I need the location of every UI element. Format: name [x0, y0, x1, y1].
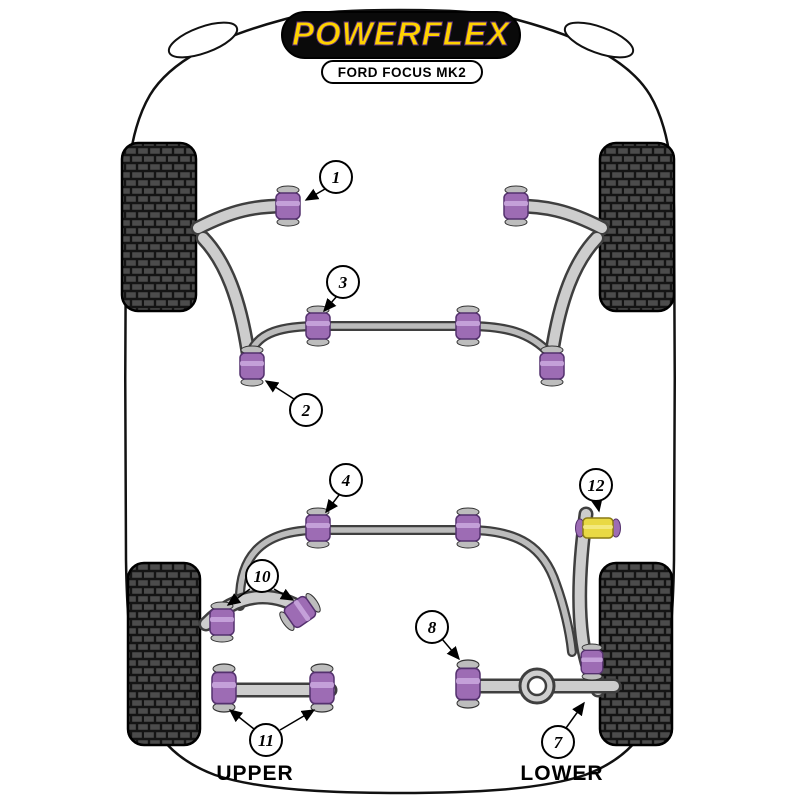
bushing-front-left-upper [275, 185, 301, 227]
svg-text:2: 2 [301, 401, 311, 420]
model-plate [321, 60, 483, 84]
bushing-front-right-upper [503, 185, 529, 227]
bushing-front-right-lower [539, 345, 565, 387]
svg-text:12: 12 [588, 476, 606, 495]
upper-label: UPPER [216, 762, 293, 785]
rear-anti-roll-bar [234, 525, 577, 657]
bushing-rear-arb-left [305, 507, 331, 549]
bushing-front-arb-left [305, 305, 331, 347]
bushing-rear-trailing-yellow [574, 517, 622, 539]
svg-text:7: 7 [554, 733, 564, 752]
callout-11: 11 [228, 709, 316, 757]
callout-3: 3 [323, 265, 360, 313]
svg-text:10: 10 [254, 567, 272, 586]
tire-front-right [598, 141, 676, 313]
callout-2: 2 [264, 380, 323, 427]
callout-1: 1 [304, 160, 353, 201]
bushing-rear-lower-right-inner [455, 659, 481, 709]
callout-12: 12 [579, 468, 613, 513]
tire-rear-right [598, 561, 674, 747]
callout-8: 8 [415, 610, 460, 661]
powerflex-logo-text: POWERFLEX [292, 15, 511, 52]
bushing-front-left-lower [239, 345, 265, 387]
svg-text:3: 3 [338, 273, 348, 292]
callout-4: 4 [325, 463, 363, 514]
rear-hub-center [526, 675, 548, 697]
bushing-rear-lower-left-outer [309, 663, 335, 713]
svg-text:11: 11 [258, 731, 274, 750]
front-anti-roll-bar [245, 321, 555, 359]
model-label: FORD FOCUS MK2 [338, 65, 467, 80]
svg-text:1: 1 [332, 168, 341, 187]
headlamp-right-icon [563, 21, 635, 59]
bushing-front-arb-right [455, 305, 481, 347]
bushing-rear-arb-right [455, 507, 481, 549]
bushing-rear-upper-inner [209, 601, 235, 643]
bushing-rear-lower-left-inner [211, 663, 237, 713]
bushing-rear-lower-right-outer [580, 643, 604, 681]
callout-7: 7 [541, 701, 585, 759]
svg-text:4: 4 [341, 471, 351, 490]
headlamp-left-icon [167, 21, 239, 59]
svg-text:8: 8 [428, 618, 437, 637]
powerflex-logo-plate [281, 11, 521, 59]
tire-rear-left [126, 561, 202, 747]
callout-10: 10 [226, 559, 295, 606]
lower-label: LOWER [520, 762, 603, 785]
tire-front-left [120, 141, 198, 313]
